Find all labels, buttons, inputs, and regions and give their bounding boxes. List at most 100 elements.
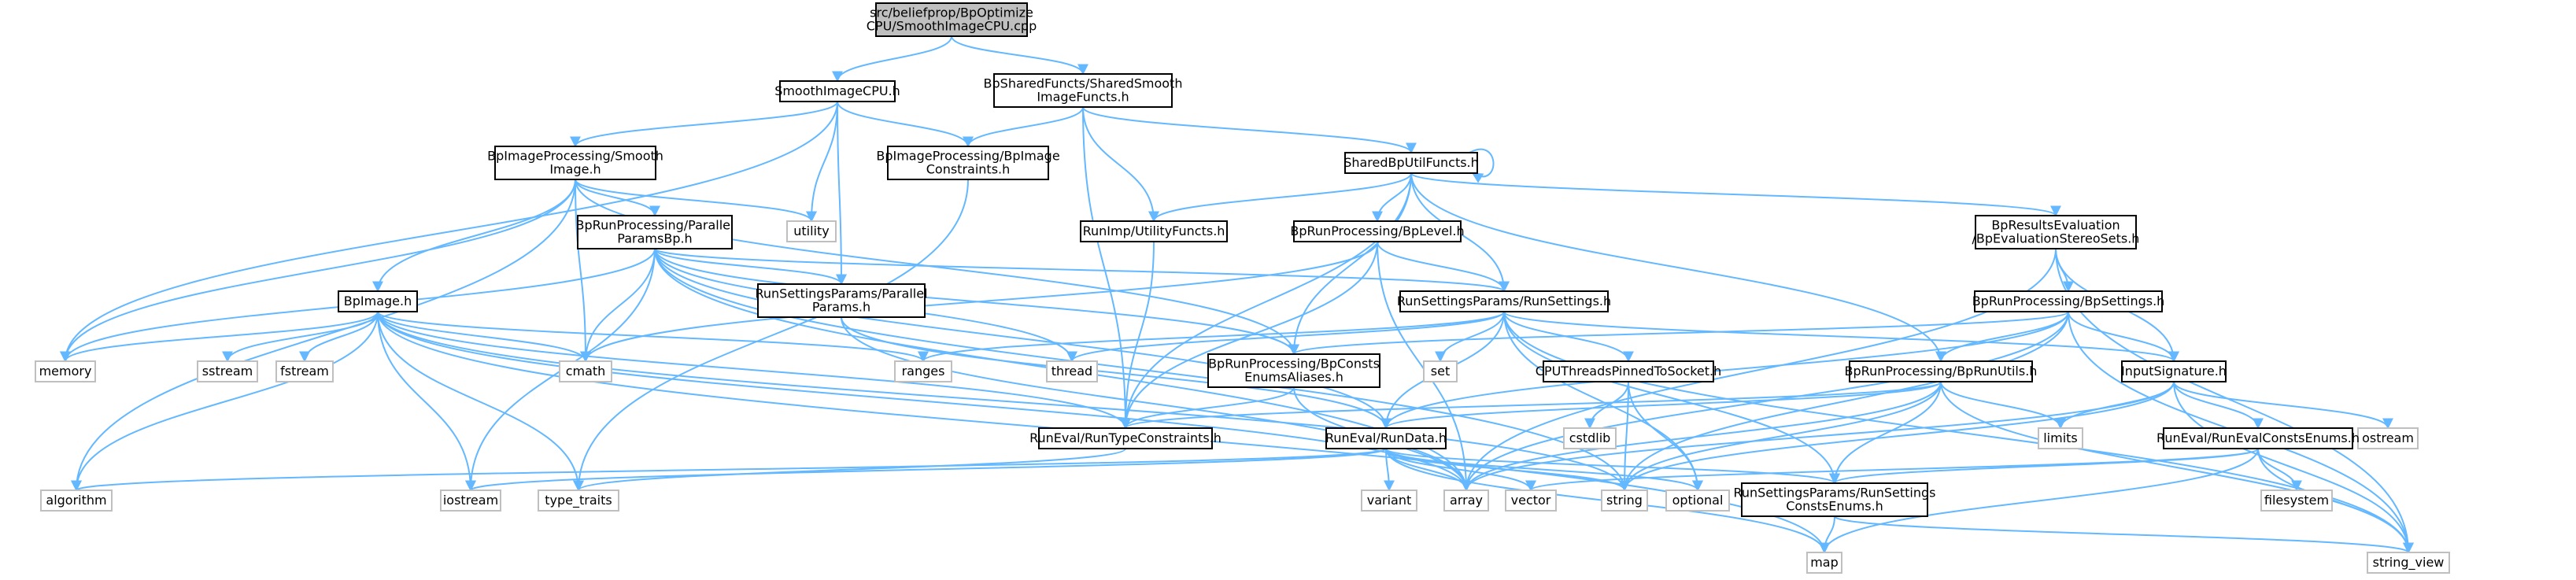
node-label: Constraints.h (926, 162, 1011, 177)
node-runtypeconstraints[interactable]: RunEval/RunTypeConstraints.h (1029, 427, 1221, 449)
edge-runsettingsconstsenums-to-string_view (1834, 515, 2414, 554)
node-box (1423, 360, 1458, 382)
node-runimputil[interactable]: RunImp/UtilityFuncts.h (1080, 220, 1228, 242)
node-box (786, 220, 837, 242)
edge-rundata-to-variant (1383, 448, 1395, 492)
edge-sharedbputil-to-bpconstsenums (1288, 172, 1412, 356)
edge-runsettings-to-runsettingsconstsenums (1503, 311, 1840, 485)
node-label: BpRunProcessing/BpConsts (1208, 356, 1380, 371)
edge-rundata-to-algorithm (71, 448, 1387, 492)
node-box (1293, 220, 1462, 242)
edge-root-to-smoothimagecpu_h (832, 35, 952, 83)
edge-rundata-to-vector (1385, 448, 1536, 492)
edge-sharedsmooth-to-sharedbputil (1082, 106, 1417, 154)
node-label: fstream (280, 364, 329, 379)
edge-bprunutils-to-rundata (1380, 381, 1942, 430)
node-label: vector (1511, 493, 1551, 508)
node-box (275, 360, 334, 382)
node-label: RunImp/UtilityFuncts.h (1083, 224, 1225, 238)
edge-cputhreads-to-string (1619, 381, 1631, 492)
edge-bplevel-to-array (1377, 241, 1472, 492)
node-bpimage-h[interactable]: BpImage.h (338, 290, 418, 312)
node-smoothimagecpu-h[interactable]: SmoothImageCPU.h (774, 80, 900, 102)
edge-runevalconstsenums-to-string_view (2257, 448, 2414, 554)
node-thread: thread (1046, 360, 1098, 382)
node-filesystem: filesystem (2260, 489, 2333, 512)
node-label: memory (39, 364, 92, 379)
node-box (35, 360, 96, 382)
node-inputsignature[interactable]: InputSignature.h (2121, 360, 2227, 382)
node-utility: utility (786, 220, 837, 242)
node-bprunutils[interactable]: BpRunProcessing/BpRunUtils.h (1845, 360, 2038, 382)
edge-cputhreads-to-cstdlib (1584, 381, 1629, 430)
edge-bpimage_h-to-iostream (377, 311, 476, 492)
node-label: Image.h (549, 162, 601, 177)
node-map: map (1806, 552, 1842, 574)
edge-sharedbputil-to-bplevel (1372, 172, 1412, 223)
node-label: RunSettingsParams/RunSettings.h (1397, 294, 1611, 308)
node-label: map (1810, 555, 1839, 570)
node-label: BpRunProcessing/BpLevel.h (1290, 224, 1464, 238)
node-variant: variant (1361, 489, 1417, 512)
node-box (2121, 360, 2227, 382)
edge-inputsignature-to-string (1619, 381, 2175, 492)
node-algorithm: algorithm (40, 489, 113, 512)
node-label: Params.h (812, 300, 870, 315)
node-label: src/beliefprop/BpOptimize (870, 6, 1033, 20)
node-sstream: sstream (197, 360, 258, 382)
node-rundata[interactable]: RunEval/RunData.h (1325, 427, 1447, 449)
node-box (338, 290, 418, 312)
node-sharedbputil[interactable]: SharedBpUtilFuncts.h (1343, 152, 1479, 174)
edge-bpimage_h-to-runtypeconstraints (377, 311, 1131, 430)
edge-smoothimagecpu_h-to-utility (806, 101, 838, 223)
node-label: string_view (2373, 555, 2445, 571)
node-label: optional (1672, 493, 1724, 508)
node-label: variant (1367, 493, 1412, 508)
edge-runevalconstsenums-to-runsettingsconstsenums (1829, 448, 2259, 485)
node-runevalconstsenums[interactable]: RunEval/RunEvalConstsEnums.h (2157, 427, 2360, 449)
node-label: utility (793, 224, 830, 238)
edge-runsettingsconstsenums-to-map (1819, 515, 1835, 554)
node-label: RunEval/RunData.h (1325, 430, 1447, 445)
edge-bpsettings-to-rundata (1380, 311, 2069, 430)
edge-bpimageproc_smooth-to-algorithm (71, 179, 576, 492)
node-label: SmoothImageCPU.h (774, 83, 900, 98)
node-box (2357, 427, 2419, 449)
edge-bpimage_h-to-ranges (377, 311, 929, 363)
edge-bpimage_h-to-cmath (377, 311, 591, 363)
node-bpresultseval[interactable]: BpResultsEvaluation/BpEvaluationStereoSe… (1972, 215, 2140, 249)
node-cputhreads[interactable]: CPUThreadsPinnedToSocket.h (1536, 360, 1721, 382)
node-fstream: fstream (275, 360, 334, 382)
node-bplevel[interactable]: BpRunProcessing/BpLevel.h (1290, 220, 1465, 242)
node-box (1505, 489, 1557, 512)
edge-sharedsmooth-to-bpimageconstraints (963, 106, 1084, 148)
edge-smoothimagecpu_h-to-bpimageconstraints (837, 101, 974, 148)
node-bpsettings[interactable]: BpRunProcessing/BpSettings.h (1972, 290, 2165, 312)
node-bpimageproc-smooth[interactable]: BpImageProcessing/SmoothImage.h (487, 146, 663, 180)
edge-bprunutils-to-runtypeconstraints (1120, 381, 1942, 430)
node-label: array (1450, 493, 1483, 508)
node-box (887, 146, 1049, 180)
edge-rundata-to-optional (1385, 448, 1703, 492)
node-runsettings[interactable]: RunSettingsParams/RunSettings.h (1397, 290, 1611, 312)
node-box (1344, 152, 1478, 174)
node-box (2260, 489, 2333, 512)
node-box (577, 215, 733, 249)
node-runsettingsconstsenums[interactable]: RunSettingsParams/RunSettingsConstsEnums… (1733, 482, 1936, 517)
edge-bpimageconstraints-to-type_traits (573, 179, 969, 492)
edge-bpimageproc_smooth-to-bpimage_h (372, 179, 576, 293)
node-box (1038, 427, 1213, 449)
edge-bpimage_h-to-algorithm (71, 311, 379, 492)
edge-inputsignature-to-runevalconstsenums (2173, 381, 2264, 430)
edge-bpimage_h-to-array (377, 311, 1472, 492)
node-array: array (1443, 489, 1489, 512)
node-label: EnumsAliases.h (1244, 370, 1343, 385)
node-box (1325, 427, 1447, 449)
edge-bpsettings-to-string (1619, 311, 2069, 492)
node-root[interactable]: src/beliefprop/BpOptimizeCPU/SmoothImage… (867, 2, 1037, 37)
